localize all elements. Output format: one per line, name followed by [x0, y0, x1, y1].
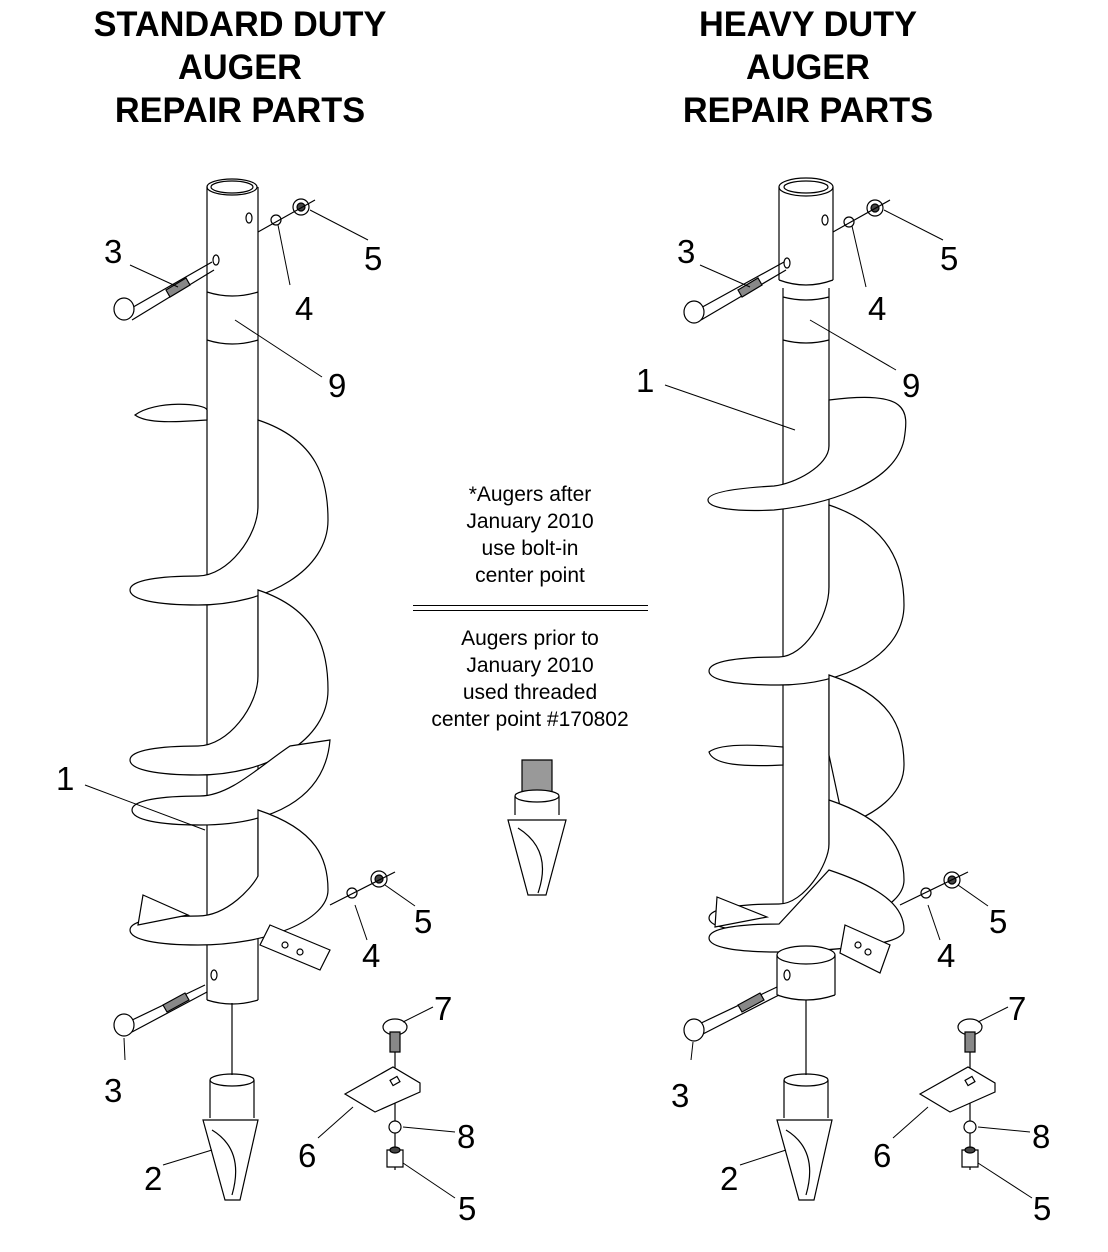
center-point-bit: [776, 1119, 833, 1201]
callout-3: 3: [677, 233, 695, 270]
callout-5: 5: [940, 240, 958, 277]
center-point-top: [783, 1073, 829, 1087]
note-divider: [413, 610, 648, 611]
callout-4: 4: [295, 290, 313, 327]
standard-auger: [84, 178, 456, 1201]
title-line: AUGER: [178, 48, 302, 87]
note-divider: [413, 605, 648, 606]
callout-3: 3: [104, 233, 122, 270]
callout-5: 5: [414, 903, 432, 940]
callout-3: 3: [104, 1072, 122, 1109]
note-prior-2010: Augers prior to January 2010 used thread…: [405, 625, 655, 733]
callout-1: 1: [56, 760, 74, 797]
callout-9: 9: [902, 367, 920, 404]
part-9-sleeve: [782, 296, 830, 344]
callout-2: 2: [720, 1160, 738, 1197]
callout-5: 5: [1033, 1190, 1051, 1227]
bolt-upper: [113, 261, 215, 321]
callout-9: 9: [328, 367, 346, 404]
tooth-6: [343, 1066, 421, 1113]
note-line: January 2010: [466, 510, 594, 533]
note-line: Augers prior to: [461, 627, 599, 650]
note-line: January 2010: [466, 654, 594, 677]
title-line: STANDARD DUTY: [93, 5, 387, 44]
callout-4: 4: [868, 290, 886, 327]
title-line: REPAIR PARTS: [682, 91, 934, 130]
title-line: HEAVY DUTY: [699, 5, 917, 44]
bolt-lower: [683, 986, 780, 1042]
note-line: use bolt-in: [481, 537, 579, 560]
callout-5: 5: [458, 1190, 476, 1227]
center-point-top: [209, 1073, 255, 1087]
callout-6: 6: [873, 1137, 891, 1174]
washer-lower: [346, 887, 358, 899]
heavy-duty-title: HEAVY DUTY AUGER REPAIR PARTS: [612, 3, 1004, 132]
tube-top-inner: [210, 180, 254, 194]
standard-duty-title: STANDARD DUTY AUGER REPAIR PARTS: [44, 3, 436, 132]
note-after-2010: *Augers after January 2010 use bolt-in c…: [410, 481, 650, 589]
callout-5: 5: [364, 240, 382, 277]
title-line: AUGER: [746, 48, 870, 87]
bolt-lower: [113, 984, 208, 1037]
callout-3: 3: [671, 1077, 689, 1114]
note-line: used threaded: [462, 681, 598, 704]
callout-6: 6: [298, 1137, 316, 1174]
callout-4: 4: [362, 937, 380, 974]
threaded-center-point-170802: [507, 759, 567, 896]
callout-5: 5: [989, 903, 1007, 940]
heavy-duty-auger: [664, 177, 1033, 1201]
callout-4: 4: [937, 937, 955, 974]
callout-1: 1: [636, 362, 654, 399]
lock-washer-8: [388, 1120, 402, 1134]
title-line: REPAIR PARTS: [114, 91, 366, 130]
bolt-upper: [683, 261, 787, 324]
callout-7: 7: [434, 990, 452, 1027]
callout-8: 8: [1032, 1118, 1050, 1155]
washer-upper: [270, 214, 282, 226]
note-line: center point #170802: [431, 708, 629, 731]
callout-8: 8: [457, 1118, 475, 1155]
note-line: *Augers after: [468, 483, 592, 506]
callout-7: 7: [1008, 990, 1026, 1027]
note-line: center point: [475, 564, 585, 587]
center-point-bit: [202, 1119, 259, 1201]
part-9-sleeve: [206, 291, 259, 345]
callout-2: 2: [144, 1160, 162, 1197]
